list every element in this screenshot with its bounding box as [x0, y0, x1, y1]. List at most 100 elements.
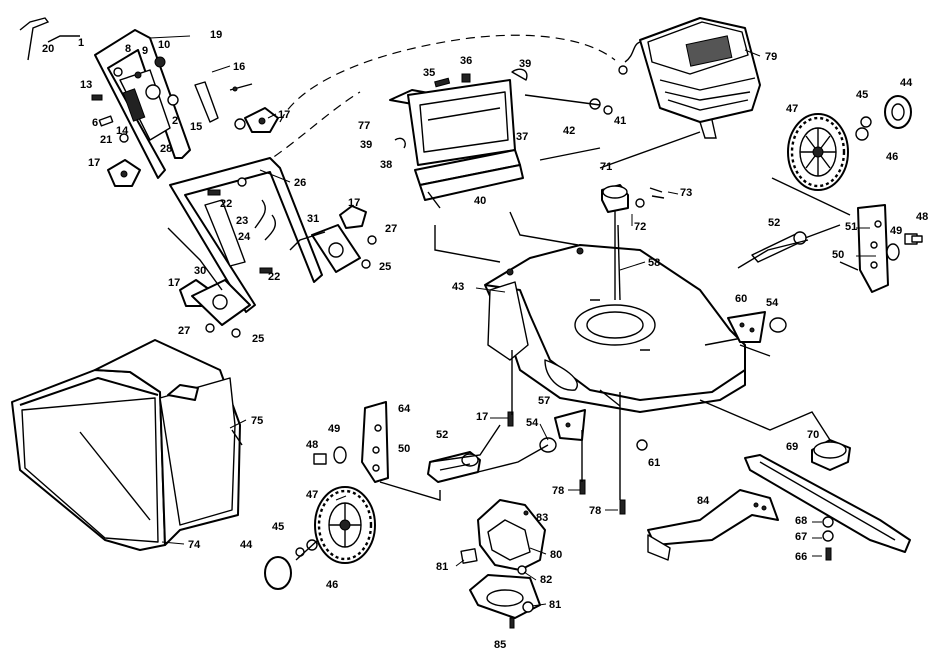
front-hub-cap-part [264, 539, 319, 590]
callout-40: 40 [474, 195, 486, 207]
lower-handle-part [169, 157, 323, 313]
callout-22b: 22 [268, 271, 280, 283]
wheel-bolt-part [886, 233, 923, 261]
control-rods-part [19, 17, 80, 61]
engine-part [618, 17, 761, 139]
callout-30: 30 [194, 265, 206, 277]
callout-78: 80 [550, 549, 562, 561]
grass-catcher-part [11, 339, 243, 551]
callout-84b: 85 [494, 639, 506, 651]
handle-cable-route [261, 91, 361, 166]
callout-54b: 54 [526, 417, 539, 429]
callout-47a: 47 [786, 103, 798, 115]
callout-10: 10 [158, 39, 170, 51]
callout-50a: 50 [832, 249, 844, 261]
callout-25: 26 [294, 177, 306, 189]
callout-70: 72 [634, 221, 646, 233]
callout-39b: 39 [360, 139, 372, 151]
callout-leaders [149, 35, 876, 607]
callout-labels: 20 1 19 8 9 10 13 6 21 14 2 15 16 17 28 … [42, 29, 928, 651]
callout-46b: 46 [326, 579, 338, 591]
callout-17d: 17 [168, 277, 180, 289]
rear-door-part [389, 79, 524, 209]
callout-48a: 48 [916, 211, 928, 223]
callout-2: 2 [172, 115, 178, 127]
callout-48b: 48 [306, 439, 318, 451]
callout-65a: 67 [795, 531, 807, 543]
cutting-blade-part [744, 439, 911, 561]
callout-52b: 52 [436, 429, 448, 441]
callout-52a: 52 [768, 217, 780, 229]
mower-deck-part [484, 244, 746, 413]
lower-handle-fasteners [205, 177, 377, 338]
callout-69: 71 [600, 161, 612, 173]
callout-28: 28 [160, 143, 172, 155]
callout-23: 23 [236, 215, 248, 227]
callout-42: 42 [563, 125, 575, 137]
front-axle-bracket-part [313, 401, 389, 483]
wheel-plate-part [857, 204, 889, 293]
callout-18: 17 [476, 411, 488, 423]
callout-24: 24 [238, 231, 251, 243]
callout-75b: 78 [589, 505, 601, 517]
callout-50b: 50 [398, 443, 410, 455]
drive-cover-part [460, 499, 546, 629]
callout-46a: 46 [886, 151, 898, 163]
assembly-lines [167, 131, 859, 501]
callout-36: 36 [460, 55, 472, 67]
callout-20: 20 [42, 43, 54, 55]
callout-83: 84 [697, 495, 710, 507]
deck-bolts-part [507, 411, 648, 515]
hub-cap-part [855, 95, 912, 141]
callout-9: 9 [142, 45, 148, 57]
callout-14: 14 [116, 125, 129, 137]
callout-27b: 27 [178, 325, 190, 337]
callout-45a: 45 [856, 89, 868, 101]
baffle-part [647, 489, 779, 561]
callout-71: 73 [680, 187, 692, 199]
handle-knob-part [107, 107, 367, 307]
callout-79: 81 [436, 561, 448, 573]
callout-26a: 25 [379, 261, 391, 273]
callout-45b: 45 [272, 521, 284, 533]
callout-21: 21 [100, 134, 112, 146]
callout-81: 82 [540, 574, 552, 586]
callout-1: 1 [78, 37, 84, 49]
upper-handle-fasteners [91, 81, 253, 143]
callout-39a: 39 [519, 58, 531, 70]
callout-60: 61 [648, 457, 660, 469]
callout-41: 41 [614, 115, 626, 127]
callout-55: 57 [538, 395, 550, 407]
callout-38: 38 [380, 159, 392, 171]
callout-61: 64 [398, 403, 411, 415]
callout-58: 60 [735, 293, 747, 305]
callout-49b: 49 [328, 423, 340, 435]
callout-15: 15 [190, 121, 202, 133]
callout-77: 79 [765, 51, 777, 63]
callout-37: 37 [516, 131, 528, 143]
callout-8: 8 [125, 43, 131, 55]
callout-75a: 78 [552, 485, 564, 497]
callout-68: 70 [807, 429, 819, 441]
callout-19: 19 [210, 29, 222, 41]
callout-73: 75 [251, 415, 263, 427]
callout-26b: 25 [252, 333, 264, 345]
handle-bracket-part [191, 224, 361, 326]
callout-35: 35 [423, 67, 435, 79]
throttle-cable-route [279, 34, 616, 123]
callout-72: 74 [188, 539, 201, 551]
callout-17a: 17 [278, 109, 290, 121]
callout-49a: 49 [890, 225, 902, 237]
callout-22a: 22 [220, 198, 232, 210]
front-wheel-part [314, 486, 376, 564]
rear-door-hardware [394, 68, 613, 161]
callout-17c: 17 [348, 197, 360, 209]
callout-57: 58 [648, 257, 660, 269]
callout-43: 43 [452, 281, 464, 293]
callout-54a: 54 [766, 297, 779, 309]
callout-27a: 27 [385, 223, 397, 235]
rear-wheel-part [787, 113, 849, 191]
callout-6: 6 [92, 117, 98, 129]
callout-44a: 44 [900, 77, 913, 89]
